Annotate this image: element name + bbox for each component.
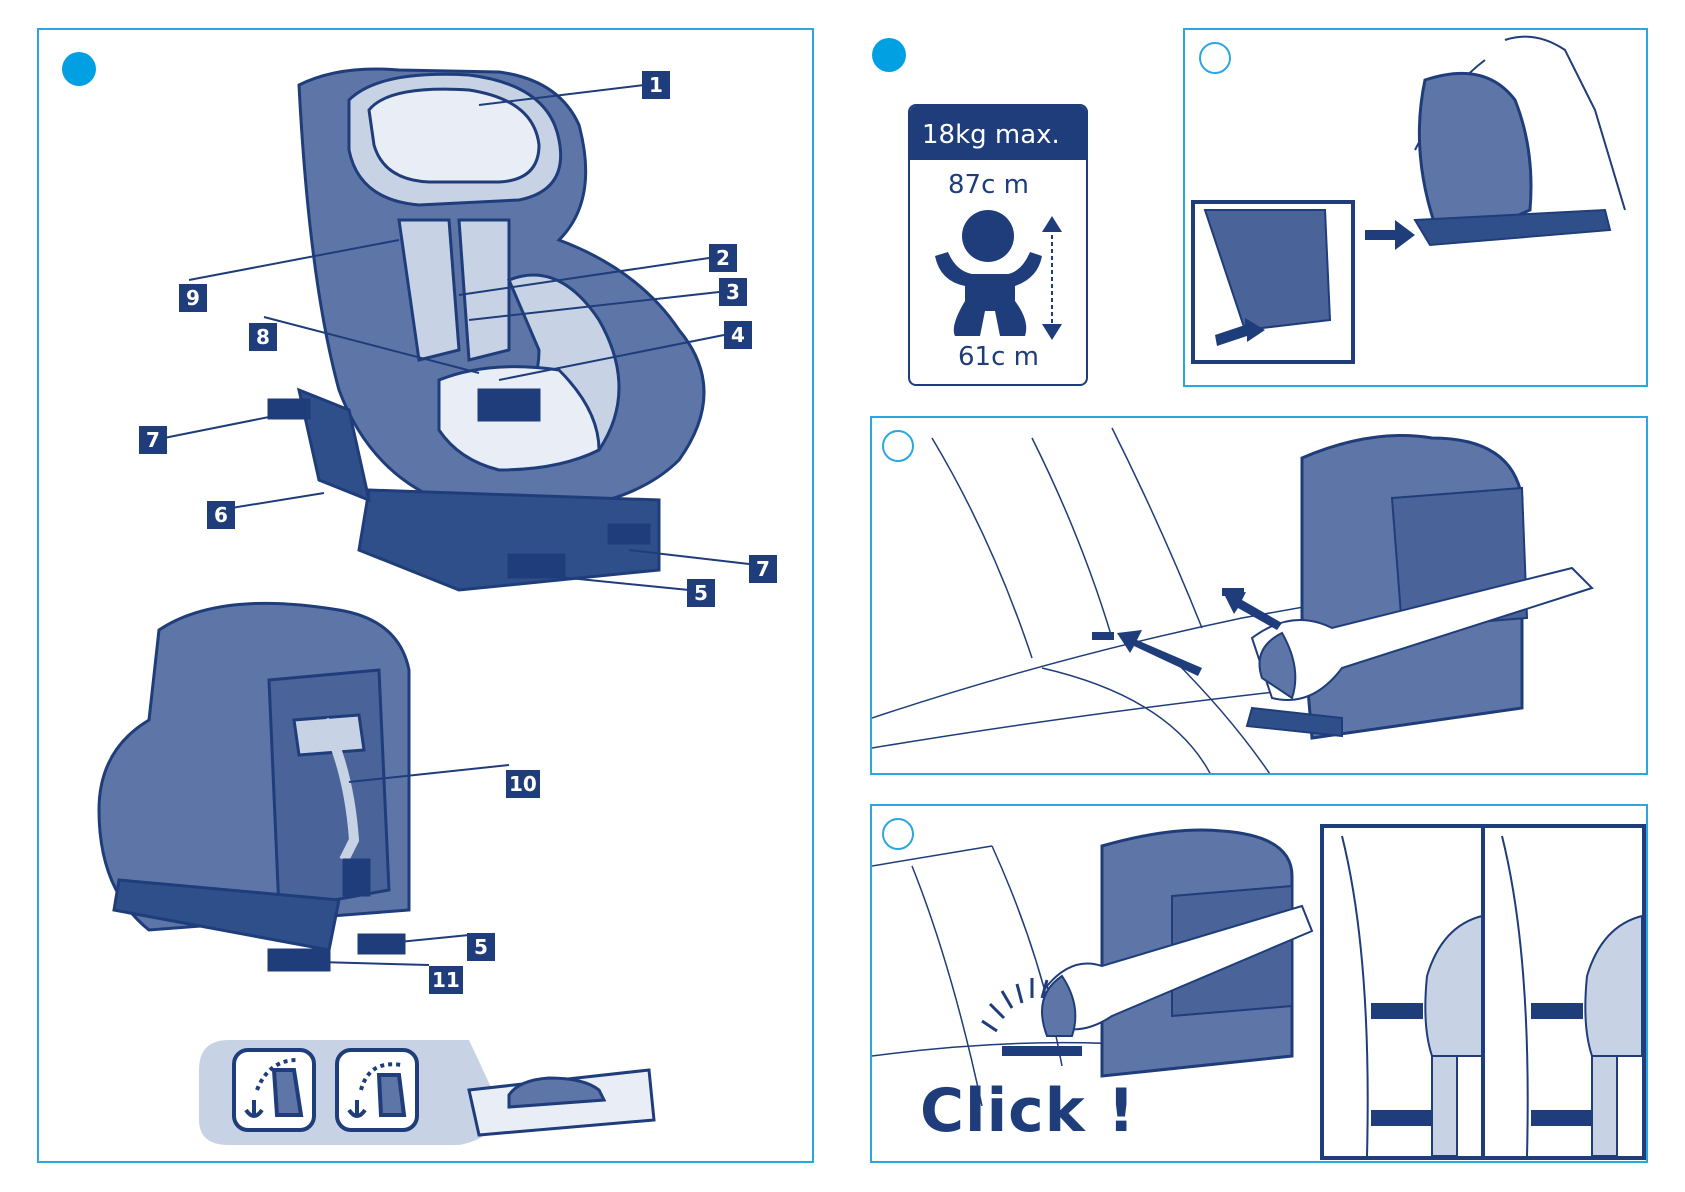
seat-parts-panel: 1 2 3 4 5 6 7 7 8 9 10 5 11 <box>37 28 814 1163</box>
part-label-4: 4 <box>724 321 752 349</box>
isofix-info-strip <box>199 1040 654 1145</box>
part-label-10: 10 <box>506 770 540 798</box>
part-label-11: 11 <box>429 966 463 994</box>
part-label-5-rear: 5 <box>467 933 495 961</box>
step-dot-group <box>872 38 906 72</box>
isofix-insertion-panel <box>870 416 1648 775</box>
rear-seat <box>99 603 409 970</box>
part-label-2: 2 <box>709 244 737 272</box>
isofix-anchor-top-icon <box>337 1050 417 1130</box>
part-label-5: 5 <box>687 579 715 607</box>
part-label-3: 3 <box>719 278 747 306</box>
click-text: Click ! <box>920 1076 1136 1146</box>
part-label-1: 1 <box>642 71 670 99</box>
isofix-anchor-forward-icon <box>234 1050 314 1130</box>
height-bottom-label: 61c m <box>958 342 1039 372</box>
part-label-7-left: 7 <box>139 426 167 454</box>
front-seat <box>269 69 704 590</box>
part-label-7-right: 7 <box>749 555 777 583</box>
isofix-click-panel: Click ! <box>870 804 1648 1163</box>
weight-height-badge: 18kg max. 87c m 61c m <box>908 104 1088 386</box>
seat-preparation-panel <box>1183 28 1648 387</box>
vehicle-manual-icon <box>469 1070 654 1135</box>
part-label-6: 6 <box>207 501 235 529</box>
seat-adjustment-illustration <box>1185 30 1648 387</box>
isofix-insertion-illustration <box>872 418 1648 775</box>
part-label-8: 8 <box>249 323 277 351</box>
part-label-9: 9 <box>179 284 207 312</box>
